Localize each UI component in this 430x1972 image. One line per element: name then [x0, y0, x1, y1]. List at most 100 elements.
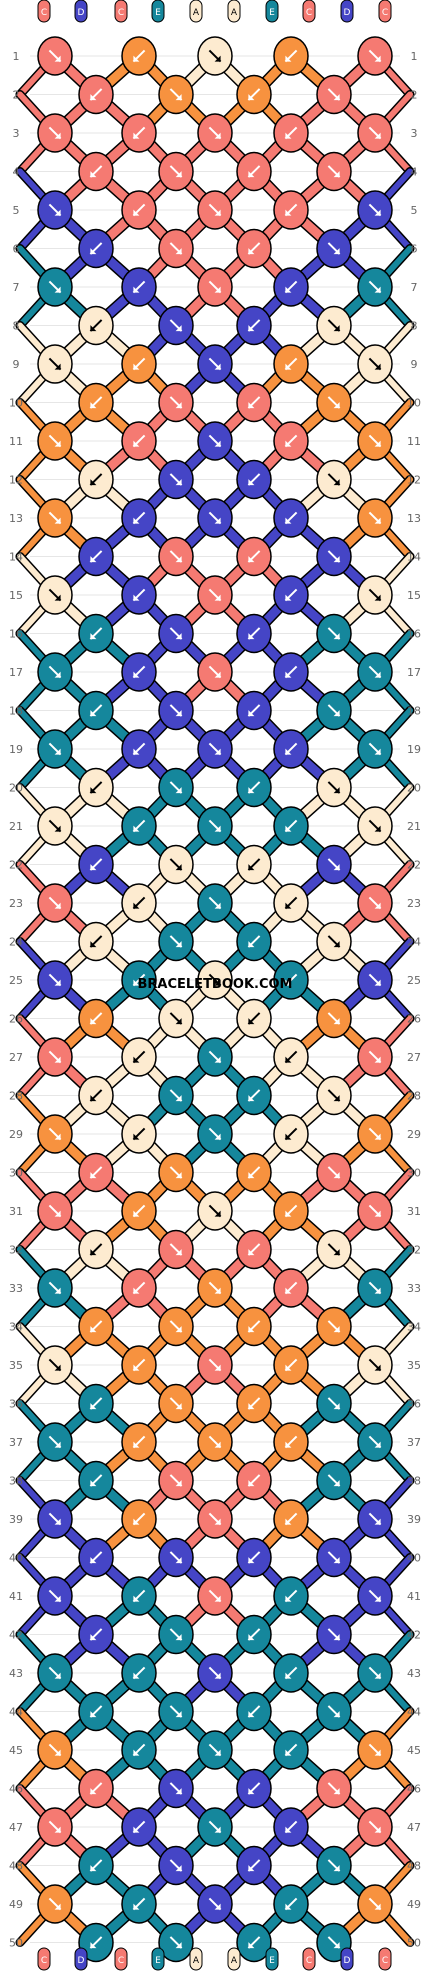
knot: [273, 1884, 309, 1924]
knot-arrowhead-icon: [248, 1711, 255, 1718]
knot: [37, 1114, 73, 1154]
row-number-right: 33: [407, 1282, 421, 1295]
strand-label-pill: [189, 0, 203, 23]
knot: [37, 806, 73, 846]
knot-arrowhead-icon: [133, 671, 140, 678]
knot-arrowhead-icon: [54, 1826, 61, 1833]
knot-arrowhead-icon: [285, 1210, 292, 1217]
strand-label-text: C: [382, 8, 388, 18]
strand-label-pill: [378, 0, 392, 23]
strand-label-pill: [340, 1947, 354, 1971]
knot: [316, 74, 352, 115]
knot: [236, 1075, 272, 1116]
row-number-right: 17: [407, 666, 421, 679]
knot-arrowhead-icon: [374, 902, 381, 909]
knot-arrowhead-icon: [90, 1557, 97, 1564]
knot: [236, 1845, 272, 1886]
knot: [197, 1191, 233, 1231]
knot-arrowhead-icon: [175, 1403, 182, 1410]
knot-arrowhead-icon: [248, 1788, 255, 1795]
knot: [236, 1614, 272, 1655]
knot-arrowhead-icon: [333, 1788, 340, 1795]
row-number-right: 22: [407, 859, 421, 872]
row-number-left: 39: [9, 1513, 23, 1526]
row-number-right: 1: [411, 50, 418, 63]
knot: [78, 1614, 114, 1655]
row-number-left: 37: [9, 1436, 23, 1449]
knot-arrowhead-icon: [248, 864, 255, 871]
row-number-right: 27: [407, 1051, 421, 1064]
knot-arrowhead-icon: [54, 1441, 61, 1448]
knot-arrowhead-icon: [214, 363, 221, 370]
knot: [236, 1691, 272, 1732]
row-number-left: 15: [9, 589, 23, 602]
knot: [316, 1845, 352, 1886]
knot-arrowhead-icon: [333, 1865, 340, 1872]
row-number-left: 47: [9, 1821, 23, 1834]
knot: [121, 190, 157, 230]
strand-label-text: E: [269, 8, 275, 18]
knot: [197, 1345, 233, 1385]
knot: [78, 1229, 114, 1270]
knot: [357, 190, 393, 230]
knot-arrowhead-icon: [333, 1711, 340, 1718]
knot-arrowhead-icon: [374, 517, 381, 524]
knot-arrowhead-icon: [285, 1364, 292, 1371]
knot: [273, 729, 309, 769]
knot: [236, 690, 272, 731]
knot: [197, 267, 233, 307]
knot: [197, 344, 233, 384]
knot: [121, 883, 157, 923]
knot-arrowhead-icon: [374, 55, 381, 62]
knot-arrowhead-icon: [175, 1557, 182, 1564]
knot-arrowhead-icon: [133, 1903, 140, 1910]
knot: [37, 267, 73, 307]
knot-arrowhead-icon: [248, 1326, 255, 1333]
knot: [158, 305, 194, 346]
knot: [236, 228, 272, 269]
knot: [316, 844, 352, 885]
knot-arrowhead-icon: [90, 864, 97, 871]
row-number-left: 41: [9, 1590, 23, 1603]
knot-arrowhead-icon: [54, 671, 61, 678]
row-number-left: 11: [9, 435, 23, 448]
knot: [121, 498, 157, 538]
knot-arrowhead-icon: [248, 94, 255, 101]
knot: [197, 1499, 233, 1539]
knot-arrowhead-icon: [175, 1942, 182, 1949]
knot-arrowhead-icon: [248, 1557, 255, 1564]
knot: [236, 1383, 272, 1424]
knot-arrowhead-icon: [248, 402, 255, 409]
knot-arrowhead-icon: [333, 787, 340, 794]
knot: [357, 883, 393, 923]
knot-arrowhead-icon: [248, 941, 255, 948]
knot: [78, 1460, 114, 1501]
knot: [121, 1114, 157, 1154]
knot: [37, 652, 73, 692]
knot-arrowhead-icon: [54, 363, 61, 370]
knot: [357, 575, 393, 615]
knot-arrowhead-icon: [285, 671, 292, 678]
knot: [121, 1191, 157, 1231]
strand-label-text: E: [155, 1956, 161, 1966]
knot-arrowhead-icon: [248, 1018, 255, 1025]
row-number-right: 4: [411, 166, 418, 179]
knot-arrowhead-icon: [90, 633, 97, 640]
knot: [273, 36, 309, 76]
knot: [37, 1268, 73, 1308]
knot: [37, 36, 73, 76]
knot-arrowhead-icon: [133, 902, 140, 909]
knot-arrowhead-icon: [248, 1249, 255, 1256]
knot: [357, 1191, 393, 1231]
knot-arrowhead-icon: [333, 402, 340, 409]
knot: [197, 1037, 233, 1077]
knot: [316, 382, 352, 423]
knot-arrowhead-icon: [133, 594, 140, 601]
knot-arrowhead-icon: [90, 1480, 97, 1487]
strand-label-pill: [265, 1947, 279, 1971]
row-number-right: 14: [407, 551, 421, 564]
knot-arrowhead-icon: [175, 1711, 182, 1718]
knot-arrowhead-icon: [374, 132, 381, 139]
row-number-left: 25: [9, 974, 23, 987]
